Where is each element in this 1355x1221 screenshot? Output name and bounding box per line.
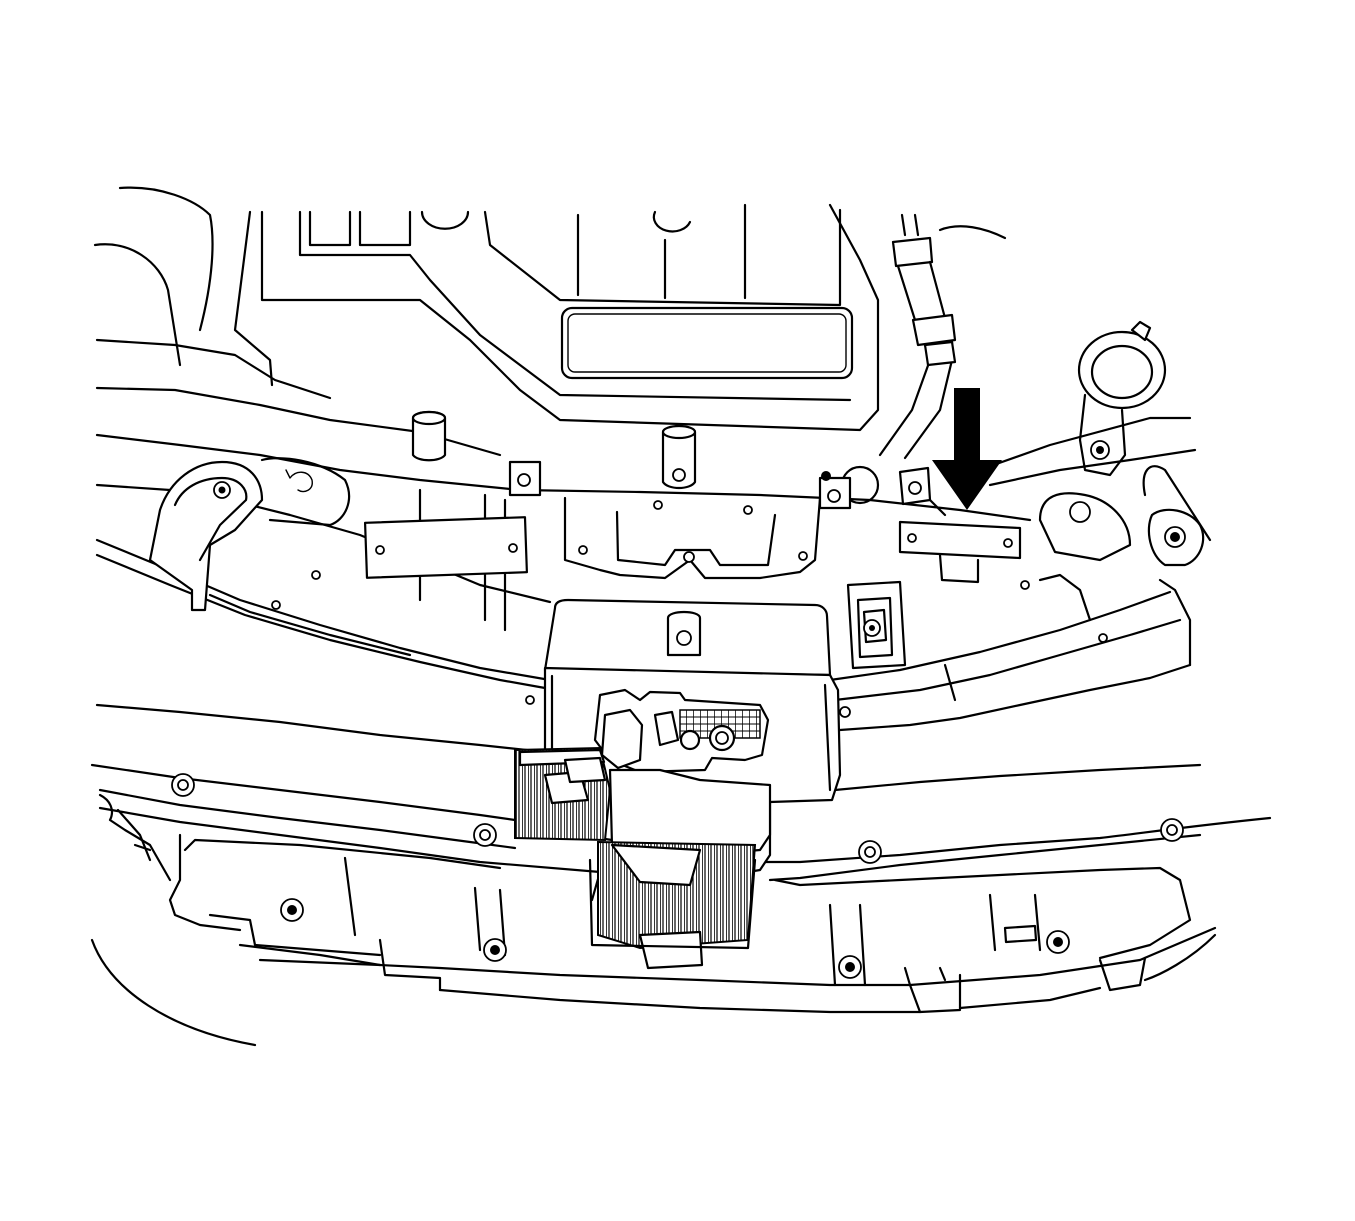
engine-cover-emblem-panel [560, 306, 854, 380]
front-fascia-icon [90, 703, 1272, 1047]
right-strut [1142, 465, 1212, 542]
coolant-reservoir-icon [1077, 320, 1167, 477]
bolt-icon [1147, 508, 1205, 567]
engine-cover [260, 203, 880, 432]
target-bracket [898, 498, 1022, 584]
left-hood-stop-bracket [148, 457, 351, 612]
right-wire [938, 225, 1007, 240]
right-frame-rail [983, 416, 1192, 470]
fascia-fasteners [171, 773, 1184, 979]
callout-arrow-icon [932, 388, 1002, 510]
center-support-plate [271, 488, 1108, 718]
hood-latch-icon [514, 598, 842, 970]
hood-ajar-switch [846, 580, 907, 670]
